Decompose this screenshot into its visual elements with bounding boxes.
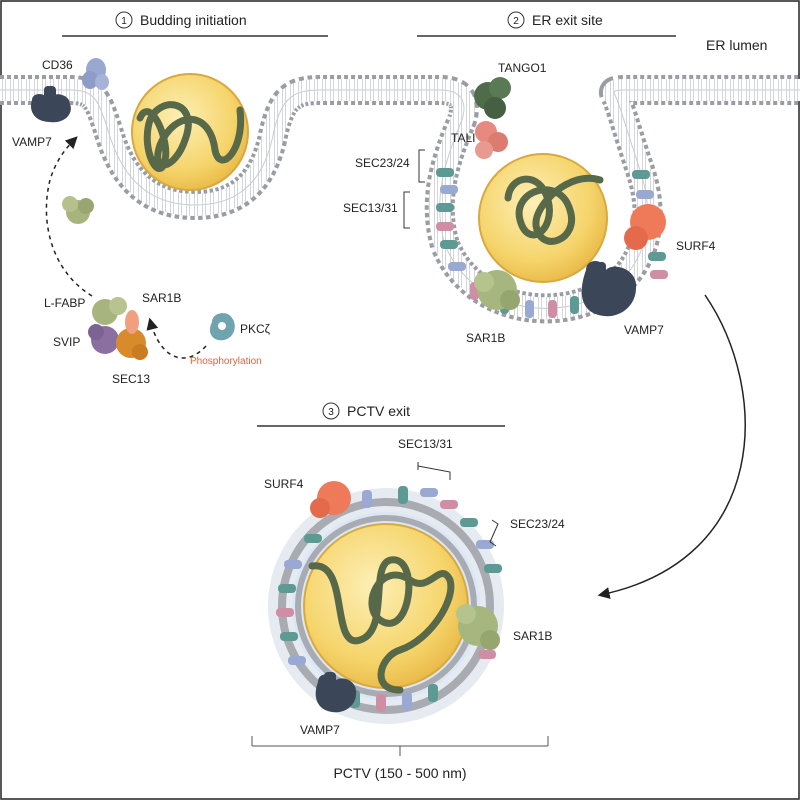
pctv-outer-membrane	[278, 498, 494, 714]
bracket-sec13-31-2	[403, 191, 410, 229]
step-2-title: ER exit site	[532, 12, 603, 28]
er-lumen-label: ER lumen	[706, 37, 767, 53]
cd36-label: CD36	[42, 58, 73, 72]
sec23-24-label-3: SEC23/24	[510, 517, 565, 531]
sar1b-label-2: SAR1B	[466, 331, 505, 345]
bracket-sec13-31-3	[417, 462, 451, 480]
sar1b-coat-protein-2	[474, 270, 520, 310]
bracket-sec23-24-3	[489, 519, 499, 547]
scale-bracket-icon	[251, 736, 549, 756]
surf4-protein-3	[310, 481, 351, 518]
pctv-inner-membrane	[295, 515, 477, 697]
sar1b-coat-protein-3	[456, 604, 500, 650]
step-3-title: PCTV exit	[347, 403, 410, 419]
sar1b-protein-1	[125, 310, 139, 334]
sar1b-label-3: SAR1B	[513, 629, 552, 643]
er-exit-lipid-droplet	[478, 153, 608, 283]
surf4-label-3: SURF4	[264, 477, 304, 491]
pctv-size-label: PCTV (150 - 500 nm)	[333, 765, 466, 781]
vamp7-protein-2	[581, 261, 637, 317]
apob-strand-1	[136, 101, 245, 172]
vamp7-label-3: VAMP7	[300, 723, 340, 737]
l-fabp-label: L-FABP	[44, 296, 85, 310]
tango1-label: TANGO1	[498, 61, 547, 75]
sec13-31-label-2: SEC13/31	[343, 201, 398, 215]
er-exit-coat	[436, 168, 668, 318]
step-3-heading: 3 PCTV exit	[257, 402, 505, 427]
bracket-sec23-24-2	[418, 149, 425, 183]
pctv-coat	[276, 486, 502, 712]
step-1-heading: 1 Budding initiation	[62, 11, 328, 37]
step-3-number: 3	[328, 407, 334, 418]
surf4-protein-2	[624, 204, 666, 250]
step-2-number: 2	[513, 16, 519, 27]
budding-complex	[88, 297, 148, 360]
cd36-protein	[82, 58, 109, 90]
sec13-31-label-3: SEC13/31	[398, 437, 453, 451]
svip-label: SVIP	[53, 335, 80, 349]
er-membrane	[0, 75, 800, 324]
step-2-heading: 2 ER exit site	[417, 11, 676, 37]
pctv-vesicle	[268, 488, 504, 724]
surf4-label-2: SURF4	[676, 239, 716, 253]
pkcz-protein	[209, 313, 235, 341]
vamp7-label-2: VAMP7	[624, 323, 664, 337]
tali-label: TALI	[451, 131, 475, 145]
tango1-protein	[474, 77, 511, 119]
apob-strand-2	[504, 174, 604, 245]
l-fabp-protein-free	[62, 196, 94, 224]
phosphorylation-label: Phosphorylation	[190, 356, 262, 367]
dashed-curved-arrow-icon	[45, 136, 93, 297]
curved-arrow-icon	[597, 294, 746, 599]
sec23-24-label-2: SEC23/24	[355, 156, 410, 170]
vamp7-label-1: VAMP7	[12, 135, 52, 149]
tali-protein	[475, 121, 508, 159]
phosphorylation-arrow-icon	[146, 317, 207, 359]
vamp7-protein-3	[315, 672, 357, 713]
apob-strand-3	[308, 556, 455, 694]
vamp7-protein-1	[30, 86, 71, 123]
circled-number-3-icon	[322, 402, 340, 420]
circled-number-2-icon	[507, 11, 525, 29]
step-1-number: 1	[121, 16, 127, 27]
sar1b-label-1: SAR1B	[142, 291, 181, 305]
step-1-title: Budding initiation	[140, 12, 247, 28]
budding-lipid-droplet	[131, 73, 249, 191]
sec13-label: SEC13	[112, 372, 150, 386]
pkcz-label: PKCζ	[240, 322, 271, 336]
circled-number-1-icon	[115, 11, 133, 29]
